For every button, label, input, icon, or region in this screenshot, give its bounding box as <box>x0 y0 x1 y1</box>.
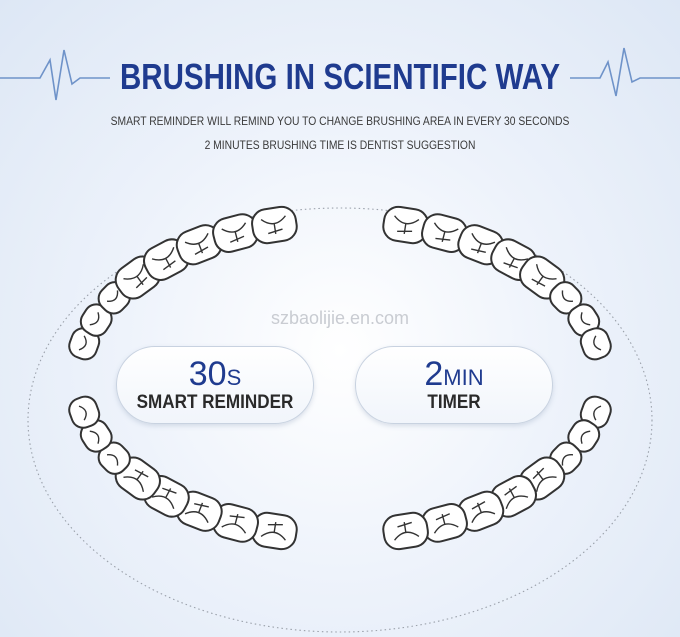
tooth-icon <box>382 511 429 551</box>
tooth-icon <box>251 205 298 245</box>
timer-unit: MIN <box>443 365 484 390</box>
tooth-icon <box>68 327 101 361</box>
reminder-description: SMART REMINDER WILL REMIND YOU TO CHANGE… <box>110 114 570 128</box>
smart-reminder-badge: 30S SMART REMINDER <box>116 346 314 424</box>
timer-badge: 2MIN TIMER <box>355 346 553 424</box>
watermark: szbaolijie.en.com <box>270 308 410 328</box>
reminder-number: 30 <box>188 355 227 393</box>
timer-label: TIMER <box>427 392 481 413</box>
time-description: 2 MINUTES BRUSHING TIME IS DENTIST SUGGE… <box>204 138 476 152</box>
reminder-unit: S <box>226 365 242 390</box>
page-title: BRUSHING IN SCIENTIFIC WAY <box>119 56 561 97</box>
tooth-icon <box>68 395 101 429</box>
reminder-label: SMART REMINDER <box>136 392 294 413</box>
reminder-value: 30S <box>117 355 313 394</box>
tooth-icon <box>579 327 612 361</box>
timer-value: 2MIN <box>356 355 552 394</box>
dotted-ring <box>27 207 653 633</box>
heartbeat-line-icon <box>0 47 680 101</box>
timer-number: 2 <box>424 355 444 393</box>
teeth-group <box>68 205 612 551</box>
tooth-icon <box>212 503 259 543</box>
